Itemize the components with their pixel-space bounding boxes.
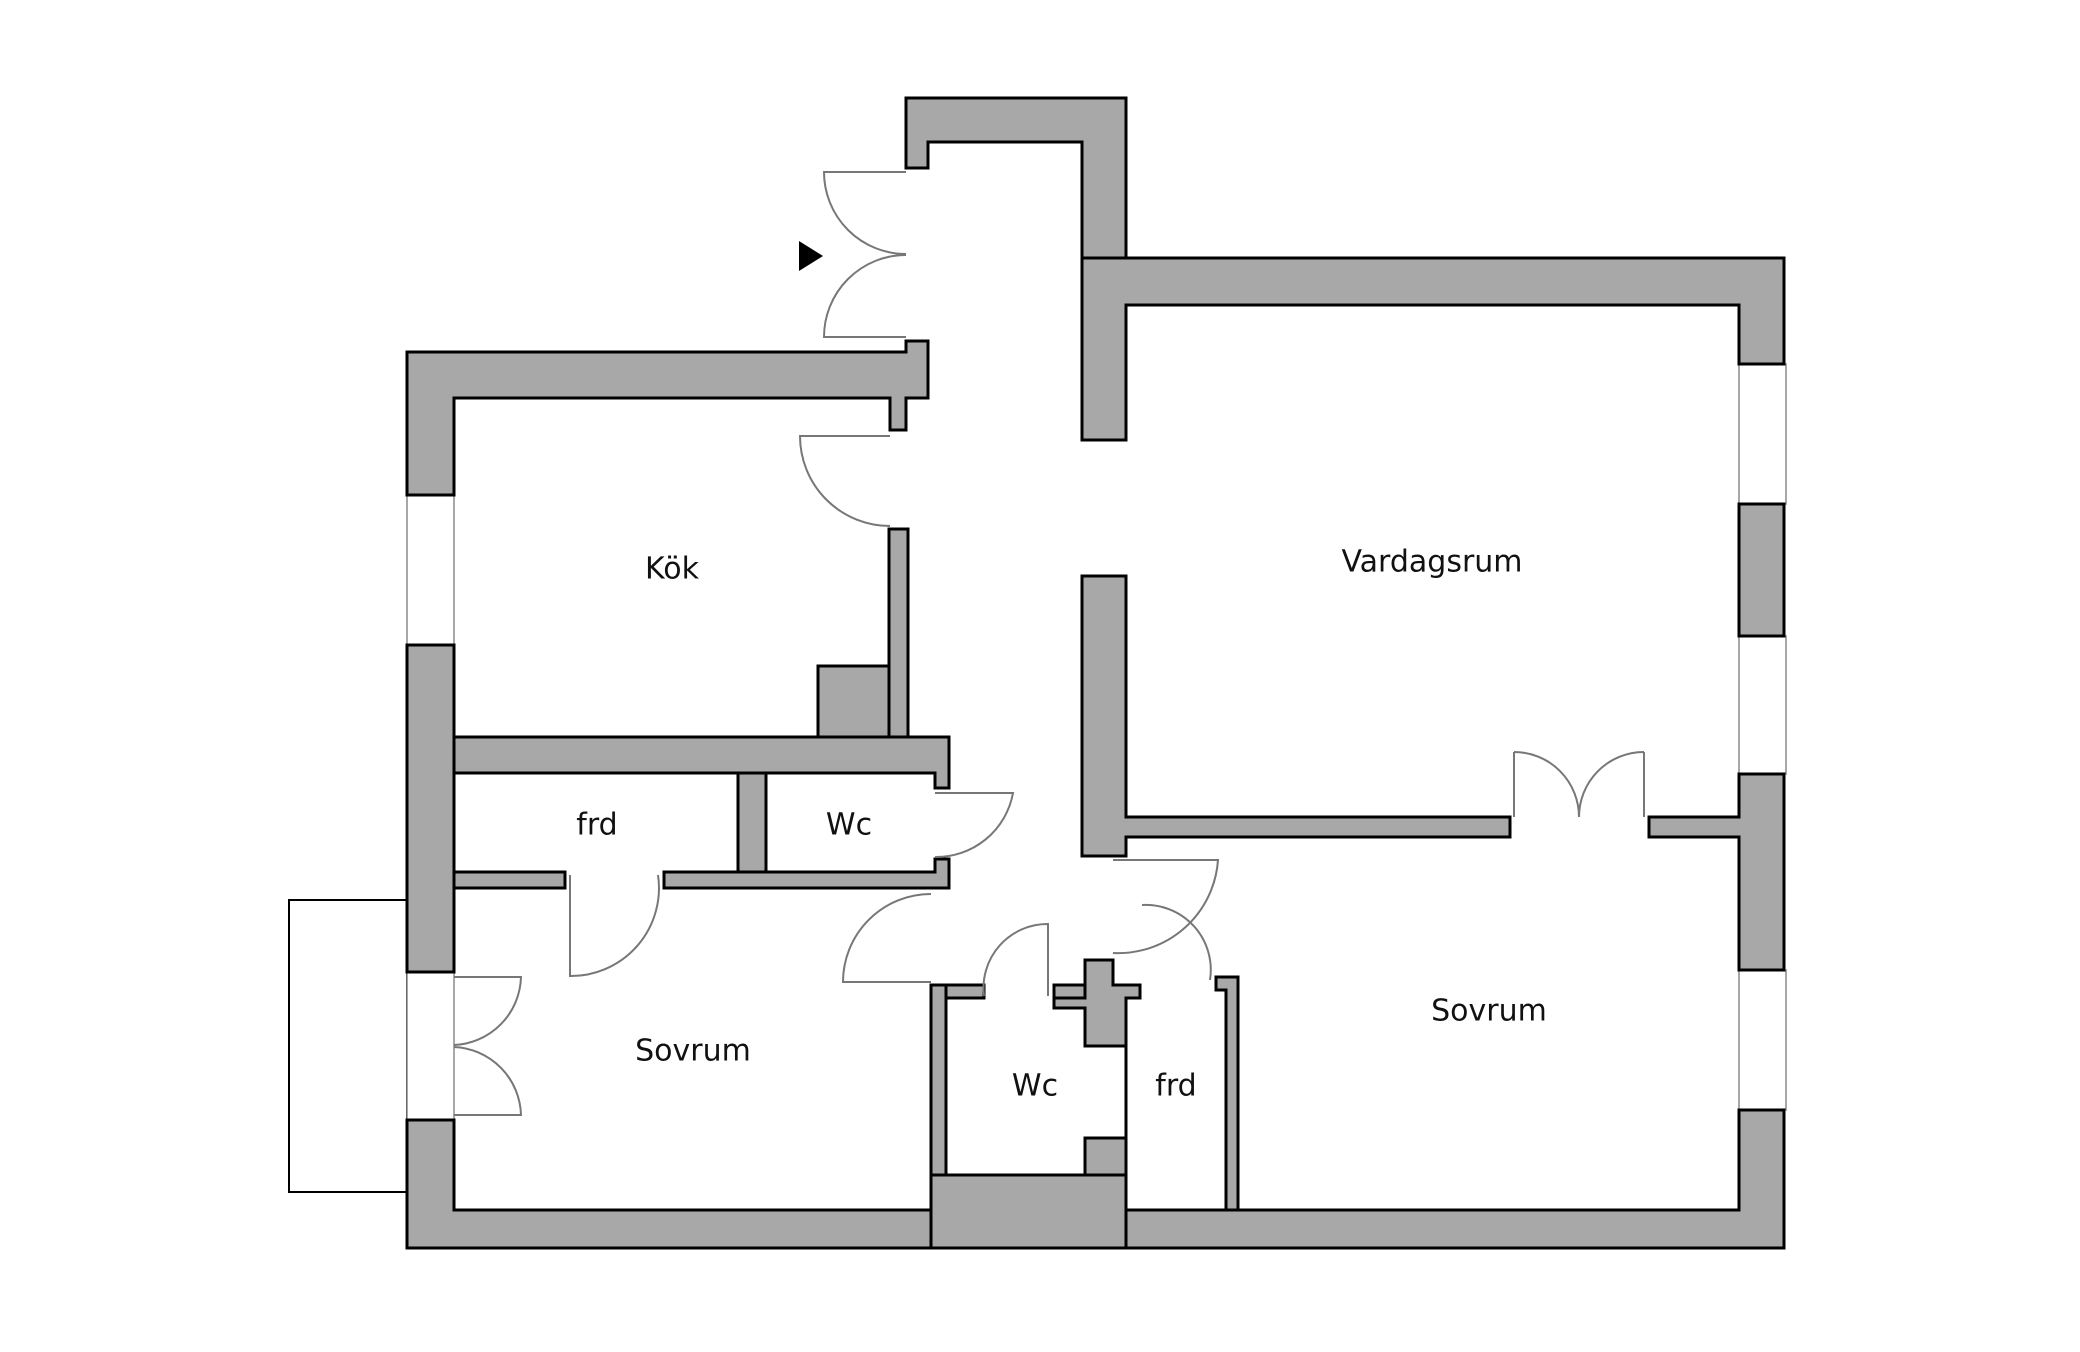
balcony-outline bbox=[288, 899, 408, 1193]
room-label-wc-lower: Wc bbox=[1012, 1069, 1058, 1104]
window-kitchen bbox=[406, 494, 455, 646]
window-balcony-door-frame bbox=[406, 971, 455, 1121]
wall-living-right bbox=[1647, 772, 1786, 972]
door-frd-lower[interactable] bbox=[1112, 859, 1220, 955]
window-bedroom-right bbox=[1738, 969, 1787, 1111]
wall-frd-bottom-left bbox=[452, 870, 567, 890]
wall-bottom-middle bbox=[929, 1173, 1128, 1250]
entrance-arrow-icon bbox=[799, 241, 823, 271]
door-kitchen[interactable] bbox=[798, 435, 891, 527]
window-living-upper bbox=[1738, 363, 1787, 505]
door-wc-lower[interactable] bbox=[982, 922, 1049, 997]
wall-living-top bbox=[1080, 256, 1786, 442]
room-label-bedroom-left: Sovrum bbox=[635, 1034, 751, 1069]
room-label-kitchen: Kök bbox=[645, 552, 700, 587]
room-label-living-room: Vardagsrum bbox=[1341, 545, 1522, 580]
door-wc-upper[interactable] bbox=[934, 792, 1015, 859]
wall-frd-bottom-right bbox=[662, 857, 951, 890]
wall-frd-lower bbox=[1214, 975, 1240, 1212]
door-entrance[interactable] bbox=[822, 171, 907, 338]
room-label-bedroom-right: Sovrum bbox=[1431, 994, 1547, 1029]
door-living-double[interactable] bbox=[1513, 751, 1645, 818]
wall-kitchen-top bbox=[405, 339, 930, 497]
wall-below-kitchen bbox=[452, 735, 951, 790]
kitchen-block bbox=[816, 664, 891, 739]
door-bedroom-left[interactable] bbox=[841, 893, 932, 983]
doors bbox=[453, 171, 1645, 1116]
room-label-closet-lower: frd bbox=[1155, 1069, 1196, 1104]
window-living-lower bbox=[1738, 635, 1787, 775]
door-frd-lower-swing[interactable] bbox=[1141, 903, 1212, 981]
room-label-wc-upper: Wc bbox=[826, 808, 872, 843]
wall-frd-wc-divider bbox=[736, 771, 768, 874]
wall-right-middle bbox=[1737, 502, 1786, 638]
walls bbox=[405, 96, 1786, 1250]
room-label-closet-left: frd bbox=[576, 808, 617, 843]
wall-living-left bbox=[1080, 574, 1512, 858]
wall-wc-door-jamb bbox=[1052, 983, 1087, 1000]
door-frd-left[interactable] bbox=[569, 874, 660, 978]
wall-left-middle bbox=[405, 643, 456, 974]
wall-kitchen-right bbox=[887, 527, 910, 739]
door-balcony[interactable] bbox=[453, 976, 523, 1116]
wall-bottom bbox=[405, 1118, 933, 1250]
